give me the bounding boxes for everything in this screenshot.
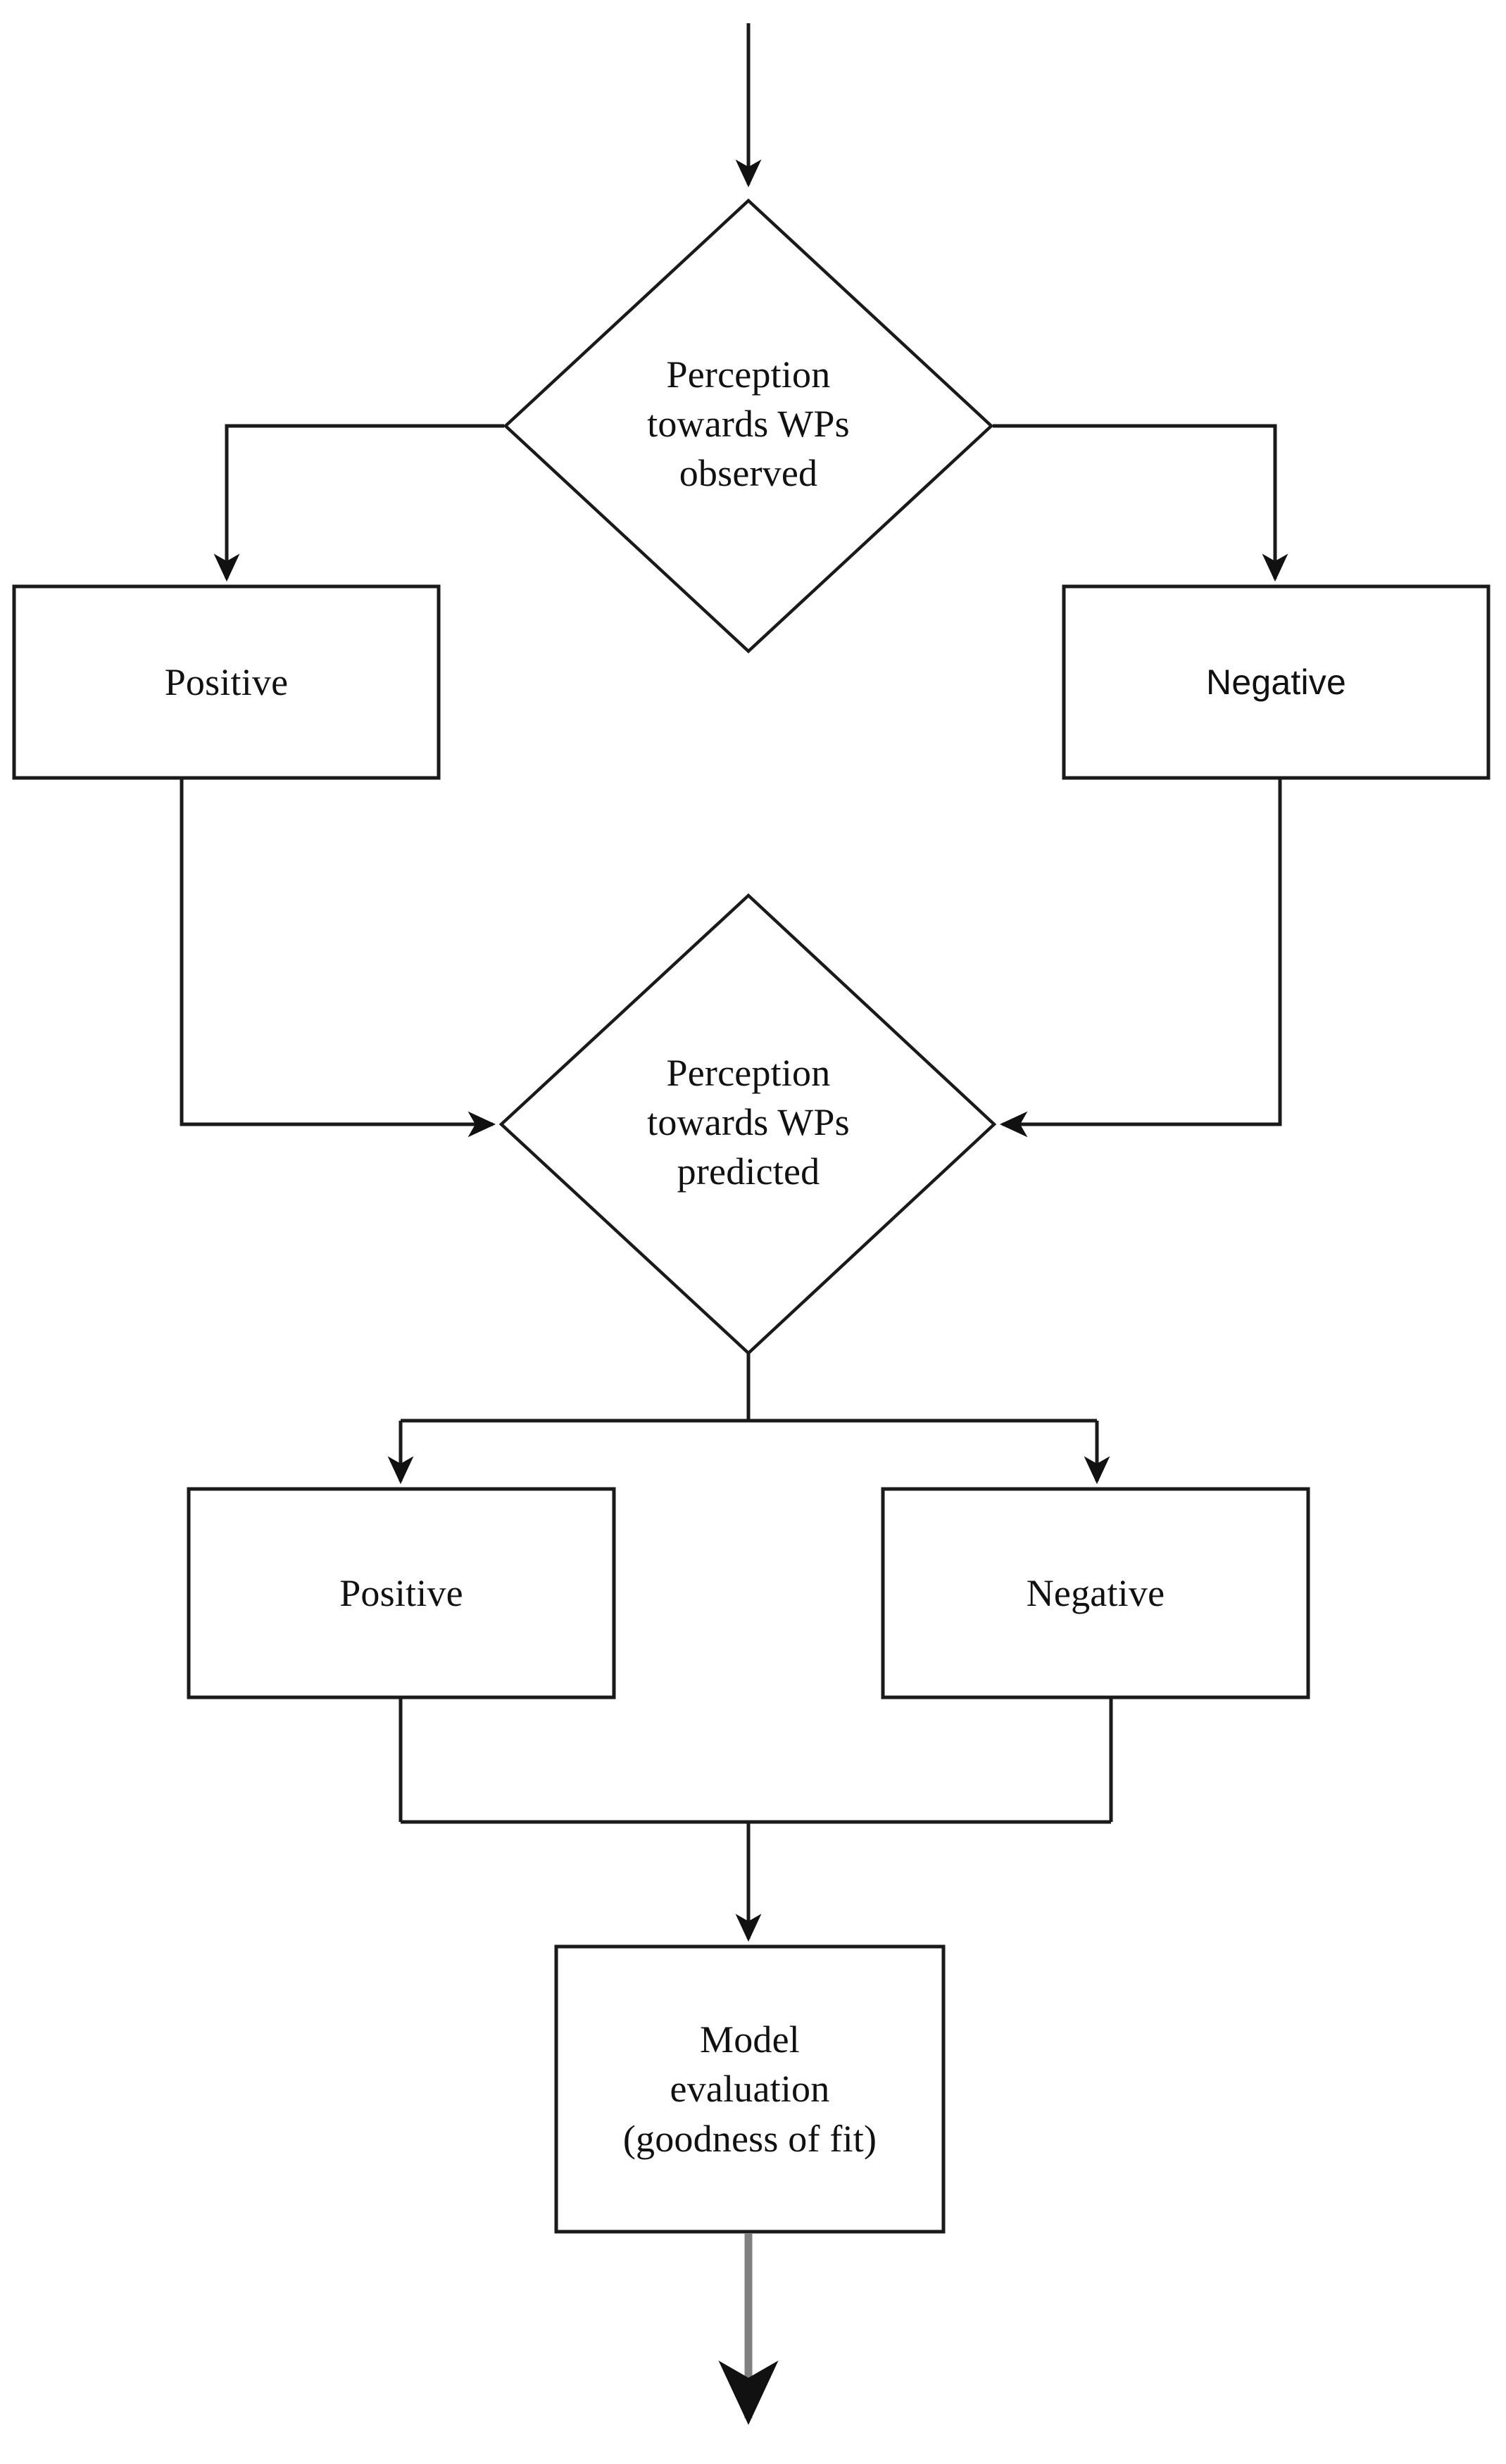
edge-positive-to-predicted — [180, 778, 496, 1138]
shape-observed-positive — [12, 584, 441, 780]
shape-predicted-positive — [187, 1487, 616, 1699]
edge-observed-to-negative — [993, 424, 1288, 582]
shape-predicted-negative — [881, 1487, 1310, 1699]
edge-negative-to-predicted — [999, 778, 1282, 1138]
shape-decision-observed — [503, 198, 994, 654]
shape-model-evaluation — [554, 1944, 946, 2234]
shape-decision-predicted — [498, 893, 997, 1356]
edge-observed-to-positive — [213, 424, 504, 582]
shape-observed-negative — [1062, 584, 1491, 780]
